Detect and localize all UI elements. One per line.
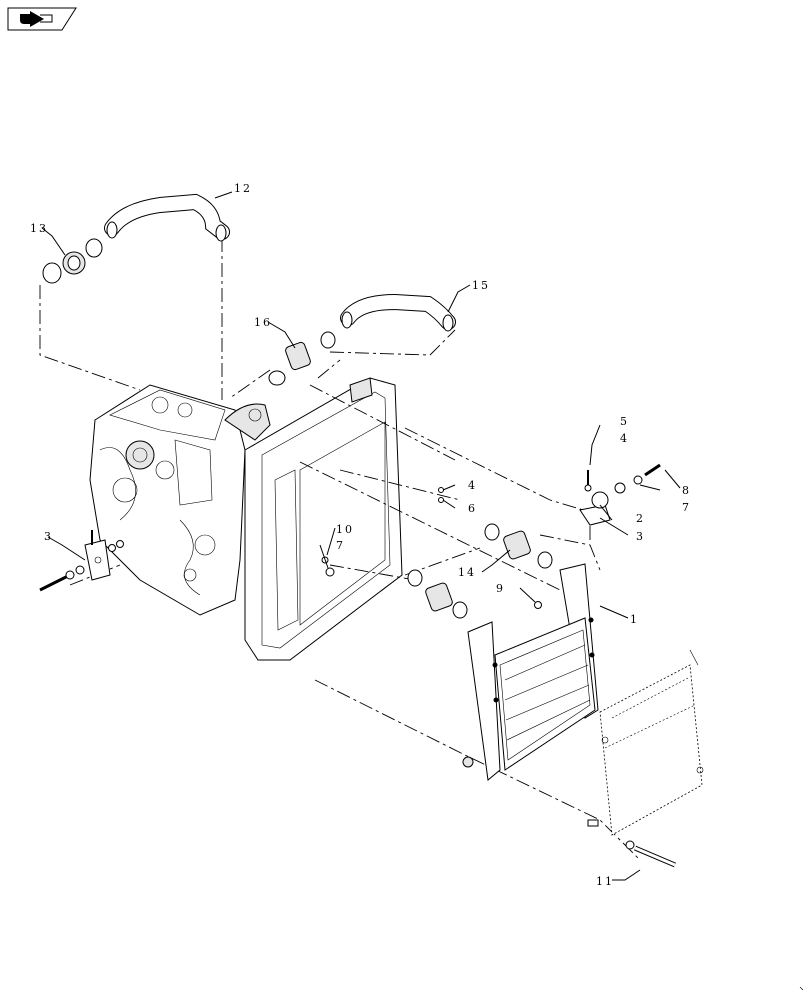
- callout-7a: 7: [682, 501, 691, 514]
- callout-6: 6: [468, 502, 477, 515]
- callout-8: 8: [682, 484, 691, 497]
- condenser: [599, 649, 704, 836]
- coupler-14: [484, 523, 553, 569]
- callouts: 12 13 15 16 5 4 8 2 7 3 4 6 10 7 3 14 9 …: [30, 182, 691, 888]
- callout-4a: 4: [620, 432, 629, 445]
- corner-mark: [799, 986, 804, 991]
- callout-12: 12: [234, 182, 252, 195]
- radiator-frame: [244, 377, 403, 661]
- callout-7b: 7: [336, 539, 345, 552]
- callout-14: 14: [458, 566, 476, 579]
- callout-10: 10: [336, 523, 354, 536]
- callout-1: 1: [630, 613, 639, 626]
- leader-lines: [41, 191, 681, 881]
- callout-5: 5: [620, 415, 629, 428]
- callout-3b: 3: [44, 530, 53, 543]
- charge-air-cooler: [467, 563, 599, 781]
- callout-3a: 3: [636, 530, 645, 543]
- forward-arrow-icon[interactable]: [7, 7, 77, 31]
- hose-12: [104, 193, 230, 242]
- hose-15: [340, 293, 456, 332]
- hardware: [39, 463, 676, 868]
- callout-9: 9: [496, 582, 505, 595]
- coupler-13: [42, 238, 103, 284]
- callout-11: 11: [596, 875, 614, 888]
- coupler-lower: [407, 569, 468, 619]
- coupler-16: [268, 331, 336, 386]
- callout-2: 2: [636, 512, 645, 525]
- engine-assembly: [89, 384, 271, 616]
- callout-13: 13: [30, 222, 48, 235]
- callout-4b: 4: [468, 479, 477, 492]
- callout-15: 15: [472, 279, 490, 292]
- callout-16: 16: [254, 316, 272, 329]
